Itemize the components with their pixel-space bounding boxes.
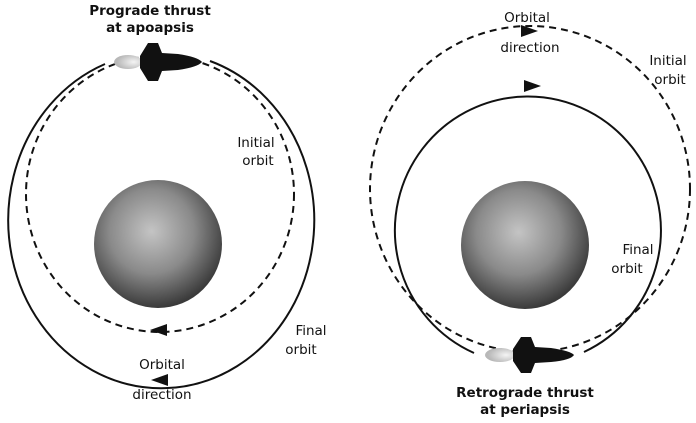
left-panel: Prograde thrust at apoapsis Initial orbi… [7,3,327,403]
left-spacecraft-icon [114,43,202,81]
right-initial-orbit-arrow [521,25,538,37]
left-final-orbit [7,60,316,390]
left-final-orbit-label-line2: orbit [285,342,316,358]
right-direction-label-line1: Orbital [504,10,550,26]
right-final-orbit-arrow [524,80,541,92]
right-panel: Orbital direction Initial orbit Final or… [369,10,691,418]
right-initial-orbit-label-line1: Initial [649,53,686,69]
right-title-line1: Retrograde thrust [456,385,594,401]
right-final-orbit-label-line1: Final [622,242,653,258]
right-title-line2: at periapsis [480,402,570,418]
left-final-orbit-arrow [151,374,168,386]
right-final-orbit [393,95,662,354]
left-direction-label-line1: Orbital [139,357,185,373]
left-direction-label-line2: direction [132,387,191,403]
right-initial-orbit-label-line2: orbit [654,72,685,88]
right-direction-label-line2: direction [500,40,559,56]
left-title-line1: Prograde thrust [89,3,211,19]
left-planet [94,180,222,308]
left-final-orbit-label-line1: Final [295,323,326,339]
left-title-line2: at apoapsis [106,20,194,36]
left-initial-orbit-arrow [150,324,167,336]
right-final-orbit-label-line2: orbit [611,261,642,277]
left-initial-orbit-label-line1: Initial [237,135,274,151]
right-planet [461,181,589,309]
left-initial-orbit-label-line2: orbit [242,153,273,169]
right-spacecraft-icon [485,337,574,373]
